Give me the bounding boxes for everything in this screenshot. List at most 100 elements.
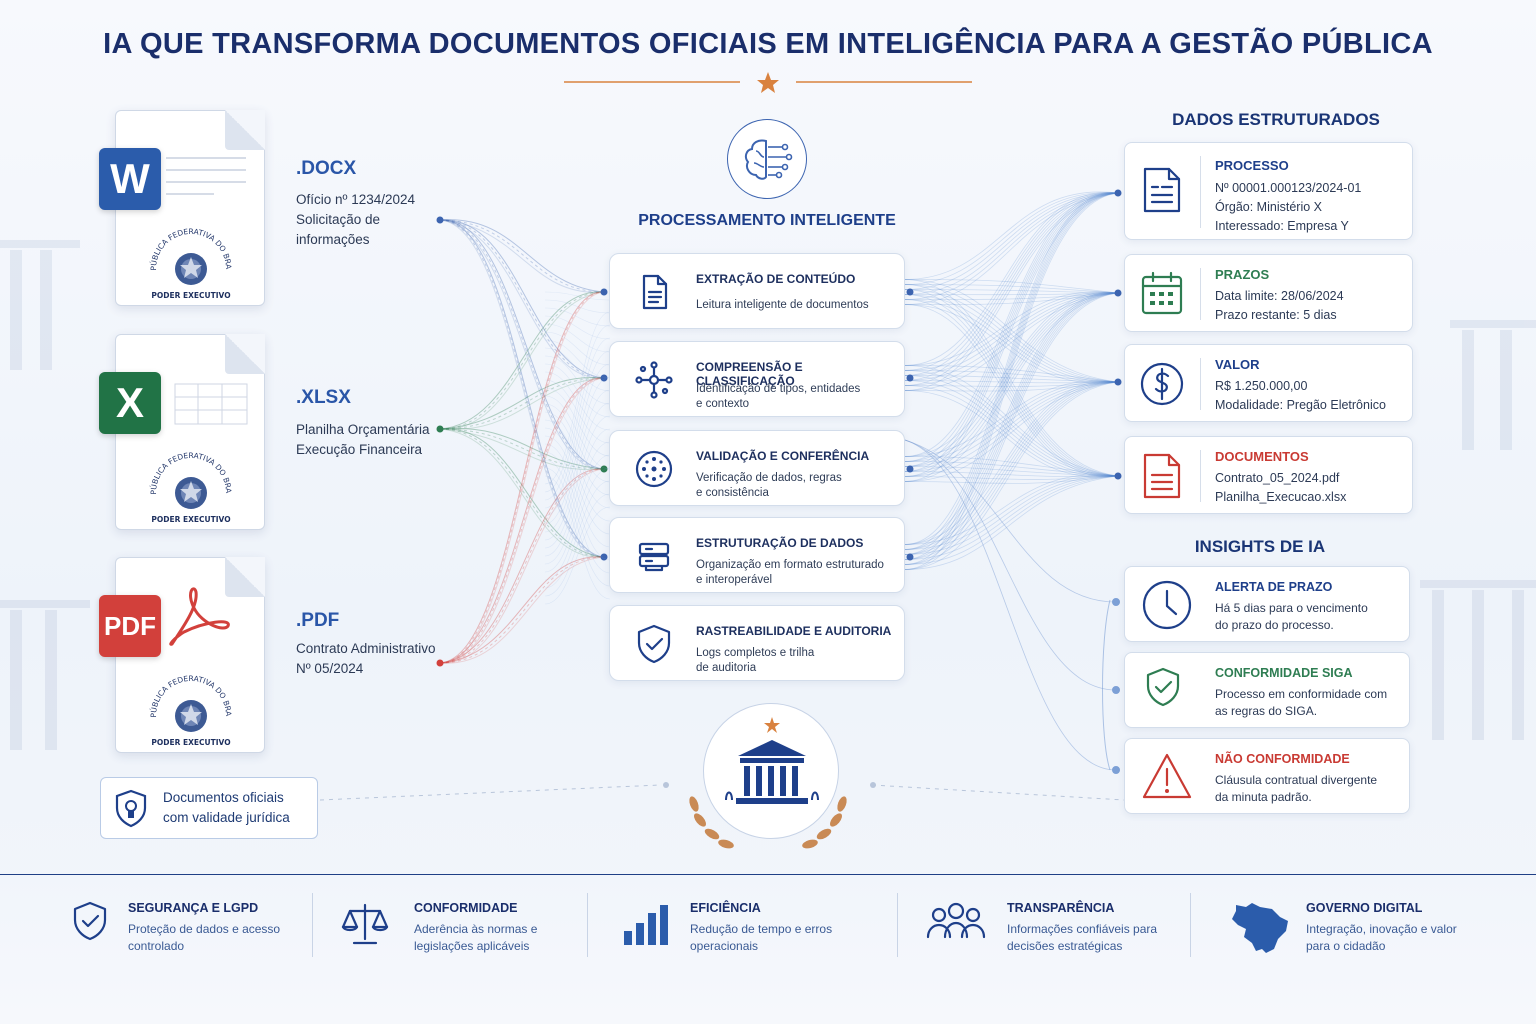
flow-line xyxy=(904,279,1119,294)
flow-line xyxy=(439,428,605,470)
connector-dot xyxy=(906,288,914,296)
connector-dot xyxy=(906,465,914,473)
connector-dot xyxy=(600,374,608,382)
file-extension: .DOCX xyxy=(296,158,357,179)
flow-line xyxy=(904,439,1117,603)
flow-line xyxy=(904,192,1119,472)
card-line: Interessado: Empresa Y xyxy=(1215,219,1349,233)
flow-line xyxy=(904,381,1119,482)
step-title: COMPREENSÃO E CLASSIFICAÇÃO xyxy=(696,360,803,388)
connector-dot xyxy=(436,216,444,224)
flow-line xyxy=(904,381,1119,545)
flow-line xyxy=(904,304,1119,384)
flow-line xyxy=(904,381,1119,462)
connector-dot xyxy=(1112,766,1120,774)
brain-circuit-icon xyxy=(744,139,793,180)
flow-line xyxy=(904,192,1119,482)
connector-dot xyxy=(600,553,608,561)
flow-line xyxy=(904,192,1119,381)
insight-description-line: Processo em conformidade com xyxy=(1215,687,1388,701)
footer-divider xyxy=(312,893,313,957)
flow-line xyxy=(904,365,1119,383)
flow-line xyxy=(544,291,611,301)
flow-line xyxy=(904,279,1119,383)
flow-line xyxy=(439,377,605,430)
insight-description-line: da minuta padrão. xyxy=(1215,790,1312,804)
star-icon xyxy=(757,72,779,93)
calendar-icon xyxy=(1139,269,1185,319)
national-seal-icon: REPÚBLICA FEDERATIVA DO BRASIL PODER EXE… xyxy=(133,438,233,524)
flow-line xyxy=(439,377,605,664)
page-fold xyxy=(225,110,265,150)
flow-line xyxy=(904,292,1119,457)
flow-line xyxy=(904,380,1119,384)
flow-line xyxy=(904,284,1119,477)
flow-line xyxy=(544,324,611,493)
flow-line xyxy=(904,292,1119,565)
flow-line xyxy=(439,291,605,664)
flow-line xyxy=(904,475,1119,555)
processing-step: ESTRUTURAÇÃO DE DADOS Organização em for… xyxy=(609,517,905,593)
flow-line xyxy=(544,311,611,485)
flow-line xyxy=(904,192,1119,391)
flow-line xyxy=(439,428,605,558)
shield-check-icon xyxy=(68,899,118,959)
step-description-line: Logs completos e trilha xyxy=(696,647,815,659)
flow-line xyxy=(904,294,1119,383)
flow-line xyxy=(904,192,1119,295)
flow-line xyxy=(544,443,611,548)
insight-title: NÃO CONFORMIDADE xyxy=(1215,752,1350,766)
flow-line xyxy=(904,292,1119,305)
flow-line xyxy=(439,377,605,664)
benefit-title: SEGURANÇA E LGPD xyxy=(128,901,259,915)
card-title: PROCESSO xyxy=(1215,158,1289,173)
step-description-line: e consistência xyxy=(696,487,769,499)
flow-line xyxy=(904,456,1119,477)
insight-description-line: as regras do SIGA. xyxy=(1215,704,1318,718)
page-fold xyxy=(225,334,265,374)
brazil-map-icon xyxy=(1222,899,1288,959)
flow-line xyxy=(439,219,605,379)
flow-line xyxy=(904,292,1119,391)
flow-line xyxy=(544,441,611,565)
card-title: VALOR xyxy=(1215,357,1260,372)
flow-line xyxy=(439,219,605,379)
benefit-description-line: Integração, inovação e valor xyxy=(1306,922,1457,936)
flow-line xyxy=(904,192,1119,560)
laurel-icon xyxy=(689,796,847,849)
page-fold xyxy=(225,557,265,597)
benefit-description-line: Proteção de dados e acesso xyxy=(128,922,281,936)
step-title: EXTRAÇÃO DE CONTEÚDO xyxy=(696,272,856,286)
step-description-line: e interoperável xyxy=(696,574,773,586)
flow-line xyxy=(904,192,1119,285)
title-divider xyxy=(564,72,972,93)
flow-line xyxy=(439,219,605,558)
connector-dot xyxy=(1114,378,1122,386)
document-description-line: informações xyxy=(296,232,370,247)
flow-line xyxy=(904,279,1119,477)
flow-line xyxy=(904,192,1119,545)
flow-line xyxy=(904,292,1119,545)
flow-line xyxy=(544,402,611,541)
document-description-line: Execução Financeira xyxy=(296,442,423,457)
file-icon xyxy=(1139,451,1185,501)
flow-line xyxy=(904,192,1119,300)
flow-line xyxy=(904,365,1119,477)
ai-insight-card: CONFORMIDADE SIGA Processo em conformida… xyxy=(1124,652,1410,728)
step-description-line: e contexto xyxy=(696,398,750,410)
connector-dot xyxy=(1114,289,1122,297)
flow-line xyxy=(439,291,605,430)
file-extension: .XLSX xyxy=(296,387,351,408)
file-type-badge: X xyxy=(99,372,161,434)
flow-line xyxy=(544,376,611,525)
ai-insight-card: ALERTA DE PRAZO Há 5 dias para o vencime… xyxy=(1124,566,1410,642)
flow-line xyxy=(904,294,1119,477)
structured-data-title: DADOS ESTRUTURADOS xyxy=(1172,110,1380,129)
